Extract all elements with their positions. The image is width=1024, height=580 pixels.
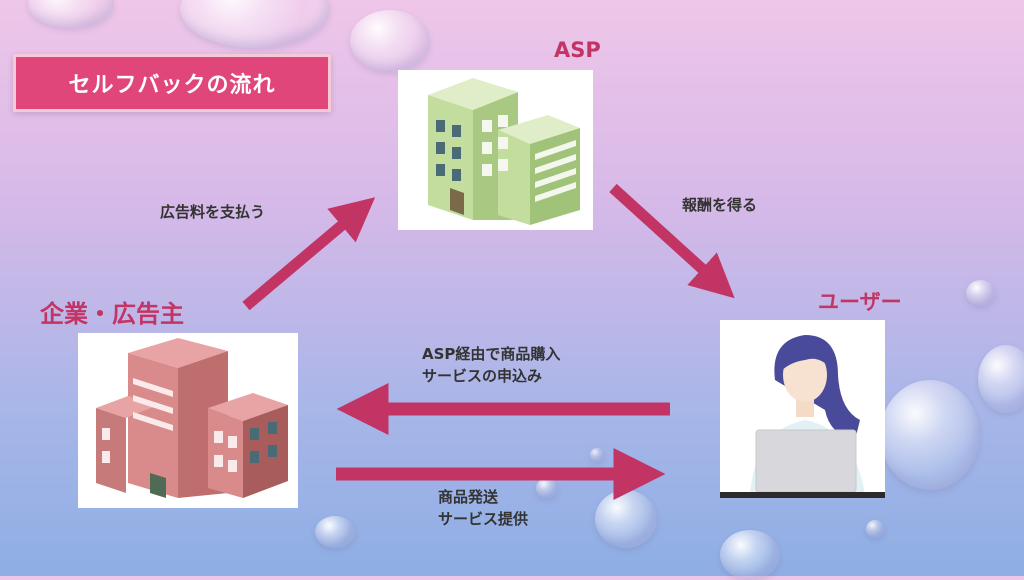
arrow-company-to-asp xyxy=(242,197,376,311)
company-building-icon xyxy=(96,338,288,498)
water-drop xyxy=(966,280,996,306)
edge-label-line: 商品発送 xyxy=(438,488,499,506)
water-drop xyxy=(720,530,780,580)
asp-label: ASP xyxy=(554,38,601,62)
water-drop xyxy=(590,448,604,462)
asp-building-card xyxy=(398,70,593,230)
edge-label-line: サービスの申込み xyxy=(422,367,543,385)
asp-building-icon xyxy=(428,78,580,225)
water-drop xyxy=(180,0,330,48)
user-icon xyxy=(720,335,885,498)
edge-label-user-to-company: ASP経由で商品購入 サービスの申込み xyxy=(422,343,560,387)
water-drop xyxy=(866,520,884,538)
user-card xyxy=(720,320,885,498)
water-drop xyxy=(978,345,1024,413)
water-drop xyxy=(350,10,430,72)
company-building-card xyxy=(78,333,298,508)
edge-label-line: サービス提供 xyxy=(438,510,529,528)
edge-label-company-to-asp: 広告料を支払う xyxy=(160,203,266,221)
water-drop xyxy=(595,490,657,548)
edge-label-company-to-user: 商品発送 サービス提供 xyxy=(438,486,528,530)
user-label: ユーザー xyxy=(818,290,902,314)
edge-label-asp-to-user: 報酬を得る xyxy=(682,196,758,214)
page-title: セルフバックの流れ xyxy=(13,54,331,112)
water-drop xyxy=(315,516,355,548)
edge-label-line: ASP経由で商品購入 xyxy=(422,345,561,363)
company-label: 企業・広告主 xyxy=(40,300,184,328)
water-drop xyxy=(880,380,980,490)
water-drop xyxy=(28,0,114,28)
water-drop xyxy=(536,478,558,498)
